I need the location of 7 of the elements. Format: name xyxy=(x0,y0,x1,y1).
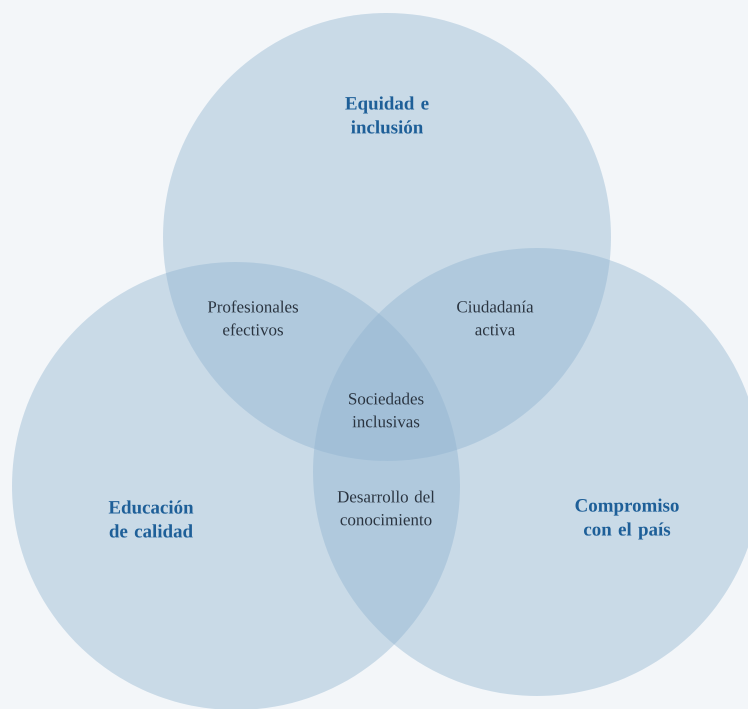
overlap-label: Desarrollo del conocimiento xyxy=(338,490,435,526)
circle-title: Compromiso con el país xyxy=(576,498,679,540)
overlap-label: Profesionales efectivos xyxy=(208,300,298,336)
overlap-label: Sociedades inclusivas xyxy=(349,392,424,428)
circle-title: Equidad e inclusión xyxy=(345,96,429,134)
overlap-label: Ciudadanía activa xyxy=(457,300,534,336)
circle-title: Educación de calidad xyxy=(108,500,194,538)
